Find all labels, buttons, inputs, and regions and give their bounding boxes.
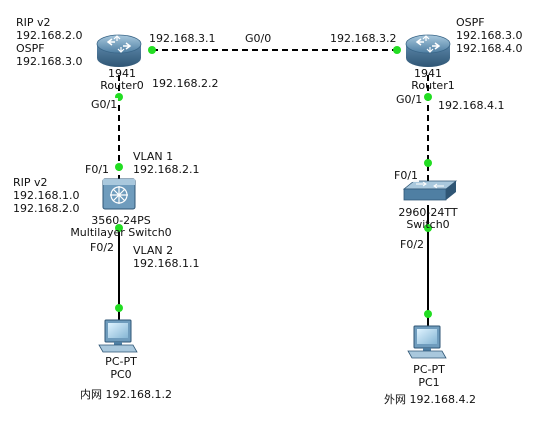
router0-g0-0-ip: 192.168.3.1 — [148, 32, 217, 45]
mlswitch-protocol-note: RIP v2 192.168.1.0 192.168.2.0 — [12, 176, 81, 215]
pc1-caption: 外网 192.168.4.2 — [383, 393, 477, 406]
switch0-name: Switch0 — [406, 218, 450, 231]
router1-icon[interactable] — [405, 34, 451, 67]
mlswitch-proto-line-3: 192.168.2.0 — [13, 202, 80, 215]
router0-proto-line-1: RIP v2 — [16, 16, 51, 29]
multilayer-switch-icon[interactable] — [102, 178, 136, 210]
router0-proto-line-2: 192.168.2.0 — [16, 29, 83, 42]
port-dot-mlswitch-f0-2 — [115, 224, 123, 232]
link-r0-r1-interface: G0/0 — [244, 32, 273, 45]
vlan2-ip: 192.168.1.1 — [132, 257, 201, 270]
mlswitch-proto-line-1: RIP v2 — [13, 176, 48, 189]
router1-g0-0-ip: 192.168.3.2 — [329, 32, 398, 45]
port-dot-router1-g0-1 — [424, 93, 432, 101]
vlan2-label: VLAN 2 — [132, 244, 175, 257]
router1-name: Router1 — [411, 79, 455, 92]
vlan1-label: VLAN 1 — [132, 150, 175, 163]
pc0-name: PC0 — [110, 368, 132, 381]
port-dot-router0-g0-0 — [148, 46, 156, 54]
pc1-model: PC-PT — [413, 363, 445, 376]
router1-proto-line-2: 192.168.3.0 — [456, 29, 523, 42]
router1-g0-1-ip: 192.168.4.1 — [437, 99, 506, 112]
mlswitch-name: Multilayer Switch0 — [70, 226, 172, 239]
router0-g0-1-label: G0/1 — [90, 98, 119, 111]
switch0-f0-2-label: F0/2 — [399, 238, 426, 251]
router1-protocol-note: OSPF 192.168.3.0 192.168.4.0 — [455, 16, 524, 55]
port-dot-pc0 — [115, 304, 123, 312]
router0-name: Router0 — [100, 79, 144, 92]
pc0-caption: 内网 192.168.1.2 — [79, 388, 173, 401]
port-dot-pc1 — [424, 310, 432, 318]
router0-model: 1941 — [108, 67, 136, 80]
port-dot-switch0-f0-1 — [424, 159, 432, 167]
router1-g0-1-label: G0/1 — [395, 93, 424, 106]
mlswitch-f0-1-label: F0/1 — [84, 163, 111, 176]
port-dot-router1-g0-0 — [393, 46, 401, 54]
pc1-icon[interactable] — [407, 325, 447, 359]
pc1-name: PC1 — [418, 376, 440, 389]
mlswitch-proto-line-2: 192.168.1.0 — [13, 189, 80, 202]
router0-protocol-note: RIP v2 192.168.2.0 OSPF 192.168.3.0 — [15, 16, 84, 68]
pc0-model: PC-PT — [105, 355, 137, 368]
pc0-icon[interactable] — [98, 319, 138, 353]
switch0-icon[interactable] — [402, 180, 458, 201]
router0-proto-line-3: OSPF — [16, 42, 45, 55]
router1-proto-line-1: OSPF — [456, 16, 485, 29]
router0-icon[interactable] — [96, 34, 142, 67]
port-indicators — [115, 46, 432, 318]
router1-proto-line-3: 192.168.4.0 — [456, 42, 523, 55]
switch0-model: 2960-24TT — [398, 206, 458, 219]
links — [118, 49, 429, 328]
router1-model: 1941 — [414, 67, 442, 80]
mlswitch-model: 3560-24PS — [91, 214, 151, 227]
router0-g0-1-ip: 192.168.2.2 — [151, 77, 220, 90]
mlswitch-f0-2-label: F0/2 — [89, 241, 116, 254]
port-dot-mlswitch-f0-1 — [115, 163, 123, 171]
port-dot-switch0-f0-2 — [424, 224, 432, 232]
vlan1-ip: 192.168.2.1 — [132, 163, 201, 176]
router0-proto-line-4: 192.168.3.0 — [16, 55, 83, 68]
switch0-f0-1-label: F0/1 — [393, 169, 420, 182]
